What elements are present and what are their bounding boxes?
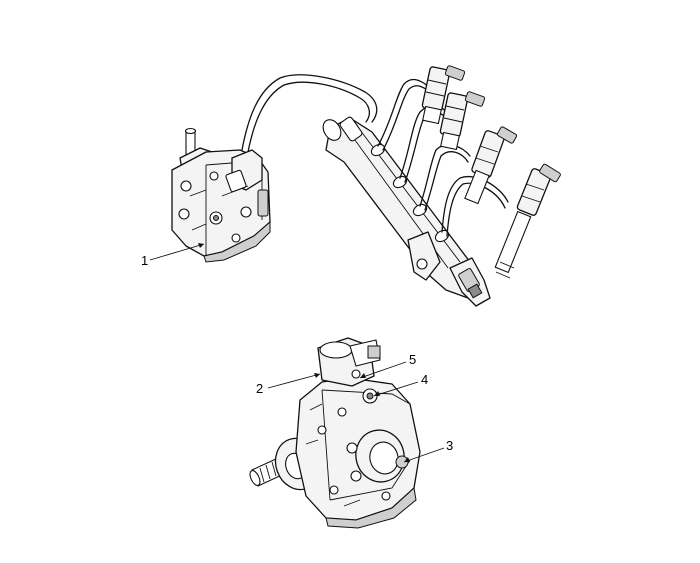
callout-4: 4 — [421, 372, 428, 387]
callout-1: 1 — [141, 253, 148, 268]
callout-3: 3 — [446, 438, 453, 453]
common-rail-assembly — [322, 116, 491, 307]
injector-4 — [494, 163, 561, 279]
fuel-pump-top — [171, 127, 271, 263]
high-pressure-fuel-line-to-rail — [241, 74, 378, 153]
leader-lines — [149, 243, 445, 463]
callout-2: 2 — [256, 381, 263, 396]
callout-5: 5 — [409, 352, 416, 367]
injector-1 — [421, 65, 466, 125]
fuel-pump-detail — [249, 337, 421, 529]
injectors — [421, 65, 561, 279]
injector-3 — [464, 126, 518, 205]
injector-fuel-lines — [377, 78, 509, 237]
injector-2 — [439, 91, 486, 151]
